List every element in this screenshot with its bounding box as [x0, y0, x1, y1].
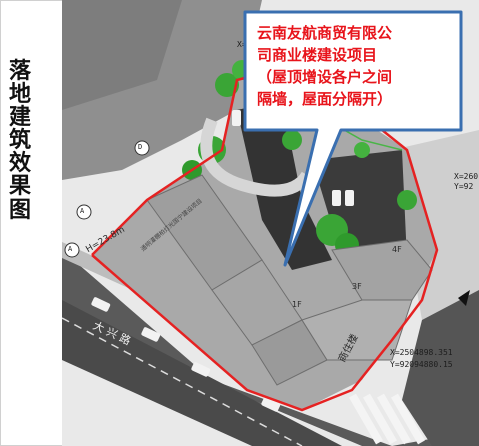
annotation-callout: 云南友航商贸有限公 司商业楼建设项目 （屋顶增设各户之间 隔墙，屋面分隔开）	[243, 10, 463, 267]
side-title-char: 图	[8, 197, 31, 223]
side-title-char: 筑	[8, 128, 31, 154]
lane-marking	[62, 317, 303, 446]
axis-label: A	[68, 245, 73, 253]
floor-label-a: 1F	[292, 300, 302, 309]
coordinate-label: X=2504898.351	[390, 348, 453, 357]
floor-label-b: 3F	[352, 282, 362, 291]
coordinate-label: Y=92094880.15	[390, 360, 453, 369]
coordinate-label: Y=92	[454, 182, 474, 191]
side-title-char: 落	[8, 59, 31, 84]
side-title: 落 地 建 筑 效 果 图	[6, 60, 34, 320]
north-arrow	[458, 290, 470, 306]
building-blocks	[146, 174, 433, 386]
side-title-char: 地	[8, 82, 31, 108]
side-title-char: 果	[8, 174, 31, 200]
side-title-char: 建	[8, 105, 31, 131]
coordinate-label: X=260	[454, 172, 479, 181]
crosswalk	[349, 393, 425, 445]
axis-label: D	[138, 143, 143, 151]
curved-drive	[200, 117, 313, 197]
callout-text: 云南友航商贸有限公 司商业楼建设项目 （屋顶增设各户之间 隔墙，屋面分隔开）	[257, 24, 393, 108]
neighbor-roof	[62, 0, 182, 110]
callout-shape	[243, 10, 463, 267]
side-road	[402, 290, 479, 446]
axis-markers	[64, 140, 150, 258]
floor-label-c: 4F	[392, 245, 402, 254]
site-boundary	[91, 58, 439, 412]
axis-label: A	[80, 207, 85, 215]
side-title-char: 效	[8, 151, 31, 177]
